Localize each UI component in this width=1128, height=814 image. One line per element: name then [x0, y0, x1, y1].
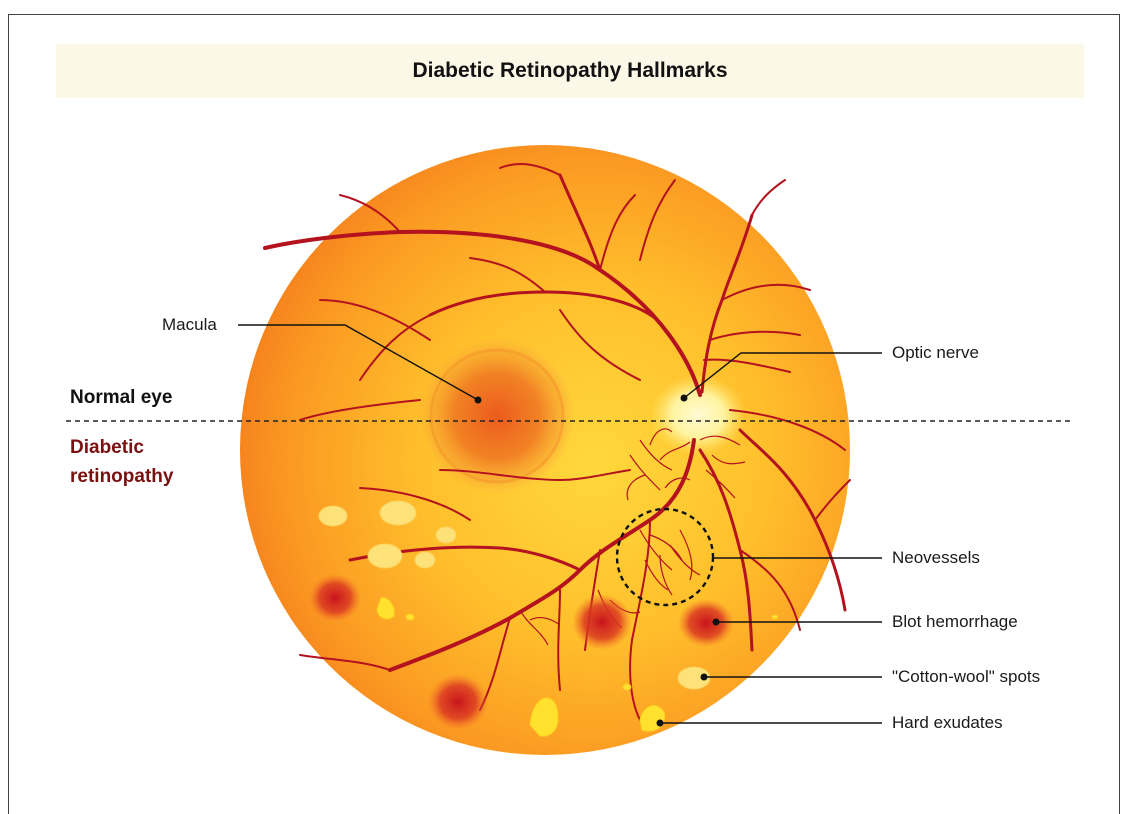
label-cotton-wool: "Cotton-wool" spots [892, 667, 1040, 687]
label-blot-hemorrhage: Blot hemorrhage [892, 612, 1018, 632]
macula-pointer-dot [475, 397, 482, 404]
blot-pointer-dot [713, 619, 720, 626]
blot-hemorrhage-1 [309, 574, 361, 622]
label-optic-nerve: Optic nerve [892, 343, 979, 363]
optic-nerve-pointer-dot [681, 395, 688, 402]
label-hard-exudates: Hard exudates [892, 713, 1003, 733]
normal-eye-label: Normal eye [70, 387, 172, 409]
diabetic-retinopathy-label: Diabetic retinopathy [70, 433, 210, 491]
cotton-pointer-dot [701, 674, 708, 681]
label-macula: Macula [162, 315, 217, 335]
blot-hemorrhage-4 [428, 674, 488, 730]
label-neovessels: Neovessels [892, 548, 980, 568]
blot-hemorrhage-3 [678, 599, 734, 647]
exudate-pointer-dot [657, 720, 664, 727]
blot-hemorrhage-2 [572, 594, 632, 650]
